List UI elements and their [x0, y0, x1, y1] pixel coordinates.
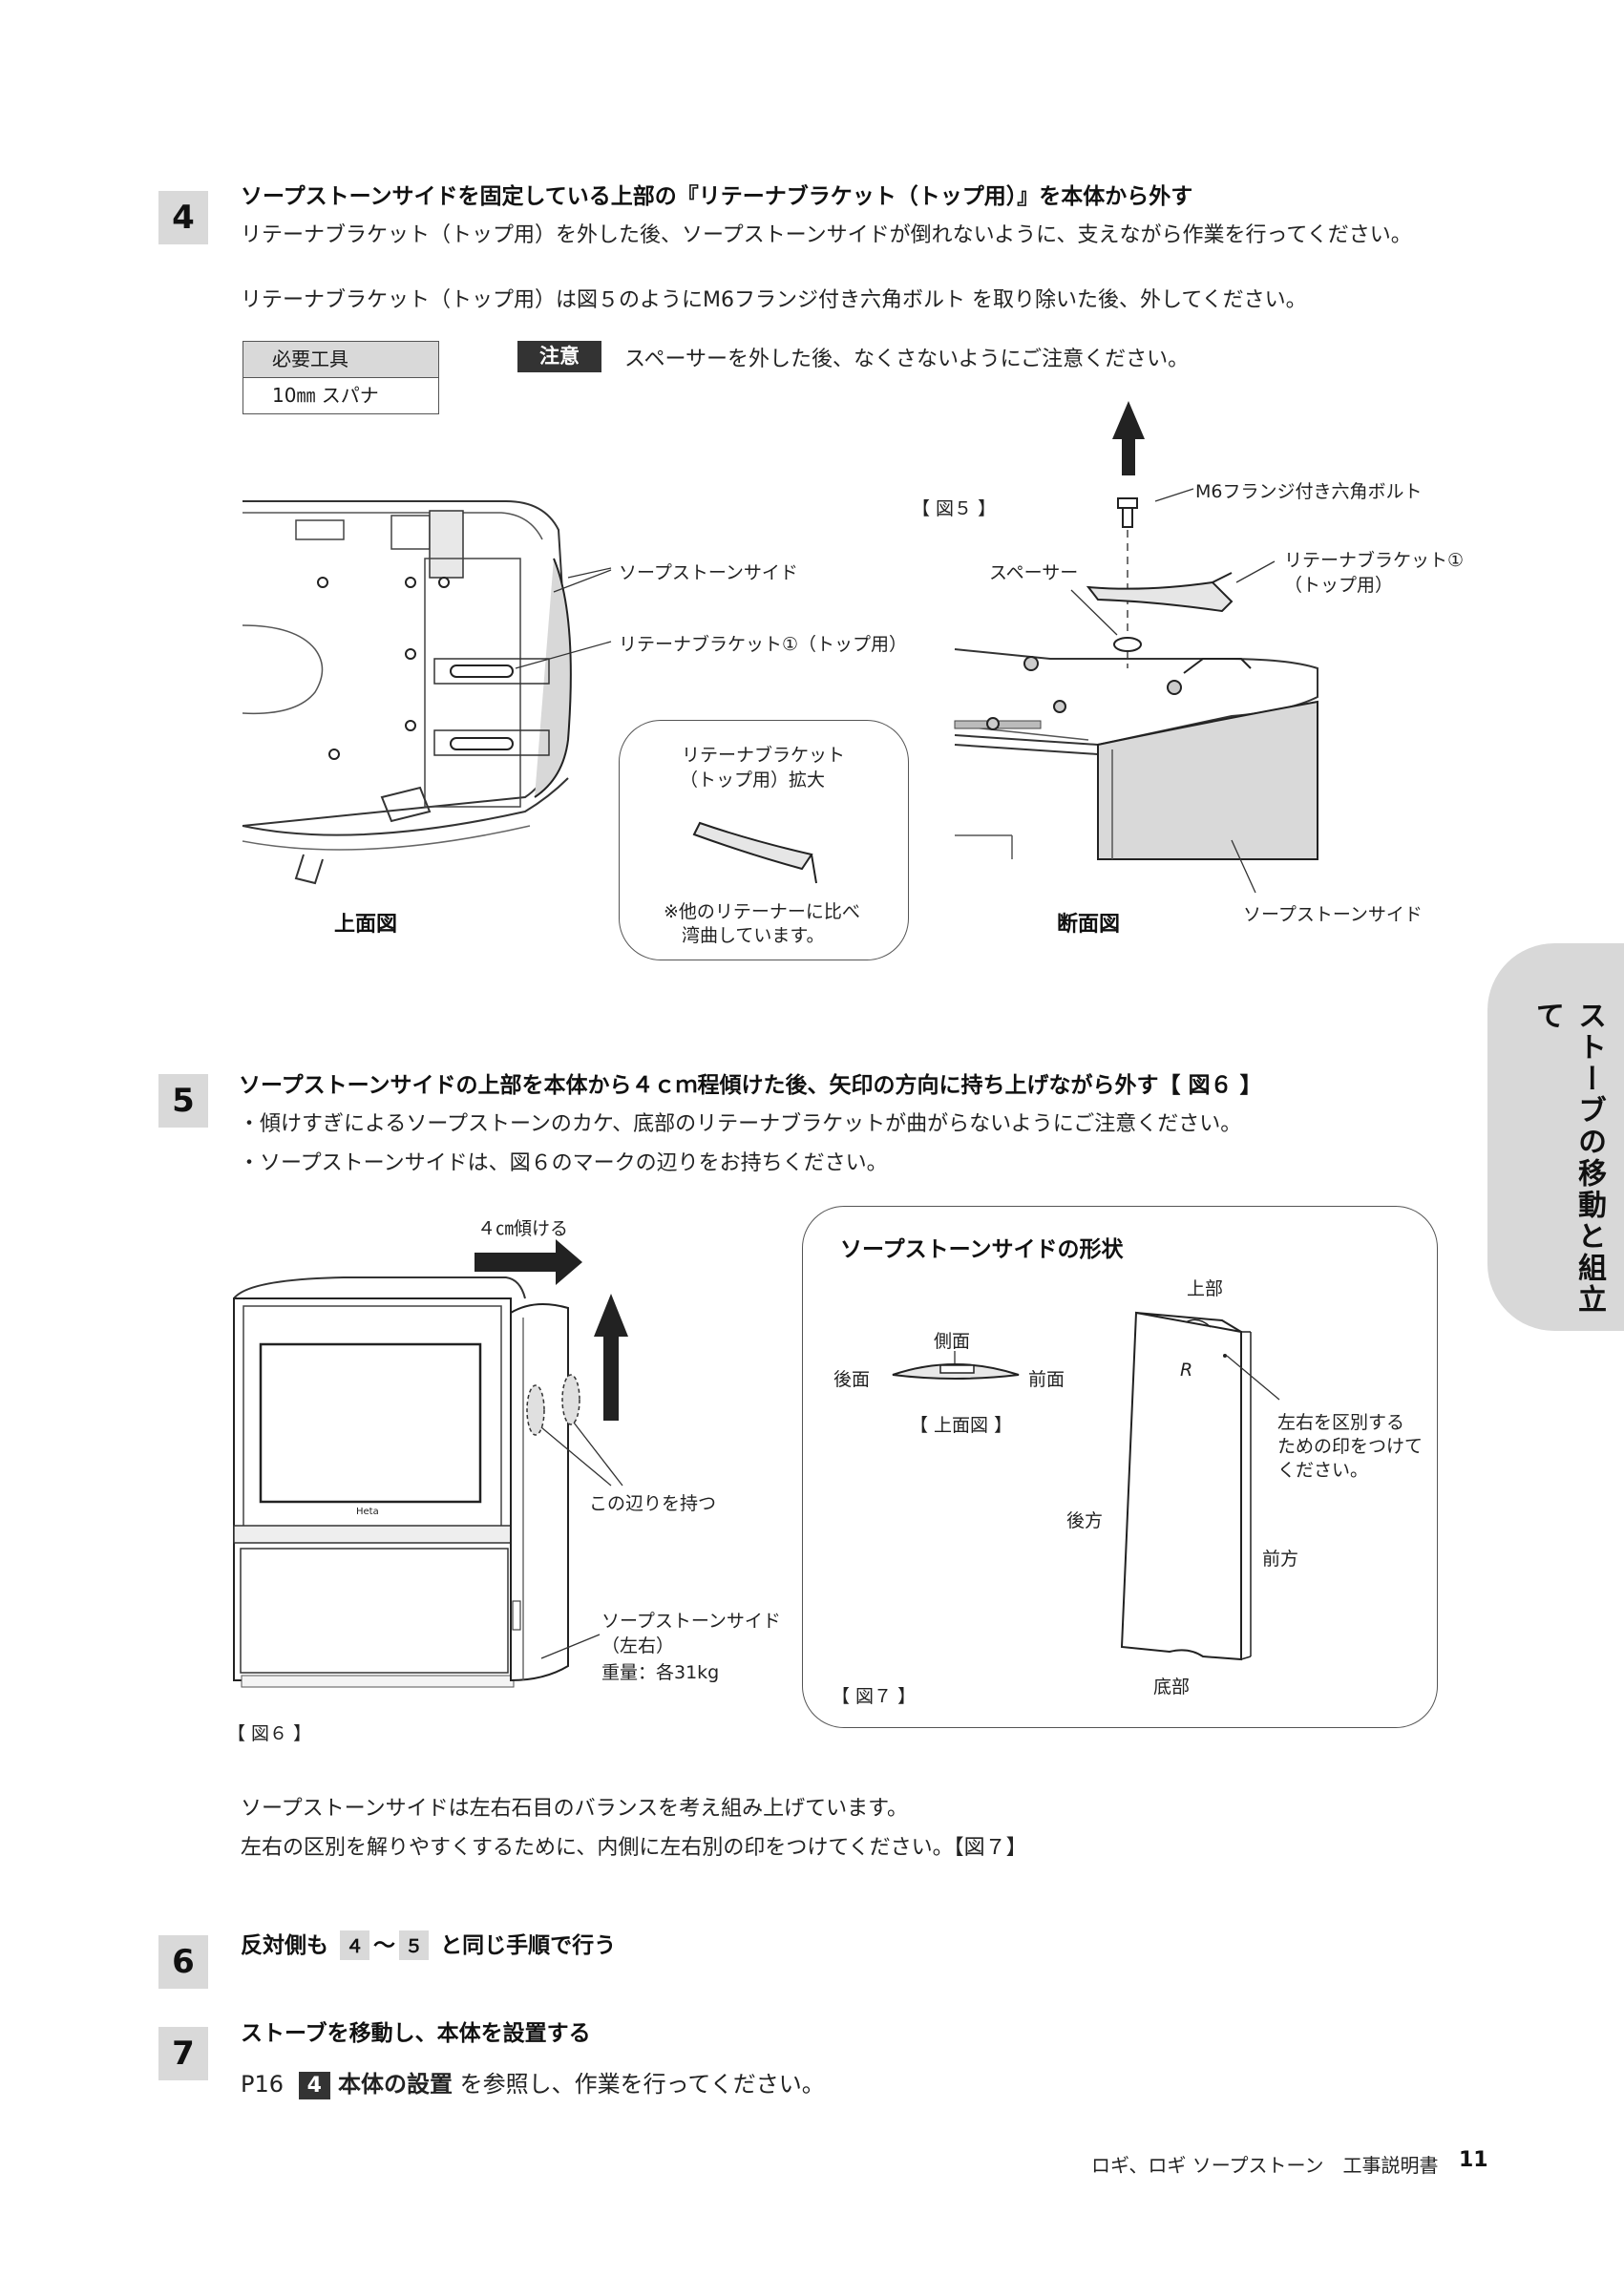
- zoom-title-1: リテーナブラケット: [682, 745, 846, 766]
- step-7-number: 7: [158, 2027, 208, 2080]
- required-tools-header: 必要工具: [243, 342, 438, 378]
- step-7-ref-post: を参照し、作業を行ってください。: [459, 2071, 825, 2098]
- bracket-zoom-drawing: [692, 821, 817, 884]
- fig6-tilt-label: ４㎝傾ける: [477, 1218, 569, 1239]
- footer-page-number: 11: [1459, 2148, 1488, 2172]
- top-view-label-side: ソープストーンサイド: [619, 562, 798, 583]
- fig6-stove-brand: Heta: [356, 1507, 379, 1517]
- fig7-top-label: 上部: [1187, 1278, 1224, 1299]
- fig6-weight-label: 重量：各31kg: [601, 1662, 720, 1683]
- required-tools-box: 必要工具 10㎜ スパナ: [243, 341, 439, 414]
- fig7-mark-label-3: ください。: [1277, 1460, 1369, 1481]
- step-4-text-1: リテーナブラケット（トップ用）を外した後、ソープストーンサイドが倒れないように、…: [241, 223, 1412, 247]
- step-7-ref-chip: 4: [298, 2072, 330, 2099]
- step-7-heading: ストーブを移動し、本体を設置する: [241, 2021, 591, 2046]
- fig5-caption: 断面図: [1057, 913, 1121, 937]
- step-5-heading: ソープストーンサイドの上部を本体から４ｃｍ程傾けた後、矢印の方向に持ち上げながら…: [239, 1073, 1262, 1098]
- zoom-title-2: （トップ用）拡大: [680, 770, 826, 791]
- required-tools-item: 10㎜ スパナ: [272, 384, 379, 407]
- notice-text: スペーサーを外した後、なくさないようにご注意ください。: [624, 348, 1190, 371]
- step-4-heading: ソープストーンサイドを固定している上部の『リテーナブラケット（トップ用）』を本体…: [241, 184, 1193, 209]
- step-5-number: 5: [158, 1074, 208, 1128]
- fig5-spacer-label: スペーサー: [989, 562, 1079, 583]
- top-view-label-bracket: リテーナブラケット①（トップ用）: [619, 634, 908, 655]
- step-6-chip-a: ４: [340, 1930, 370, 1960]
- step-4-number: 4: [158, 191, 208, 244]
- step-4-text-2: リテーナブラケット（トップ用）は図５のようにM6フランジ付き六角ボルト を取り除…: [241, 288, 1307, 312]
- bracket-zoom-bubble: [619, 720, 909, 960]
- fig7-top-view-label: 【 上面図 】: [910, 1415, 1013, 1436]
- step-5-bullet-1: ・傾けすぎによるソープストーンのカケ、底部のリテーナブラケットが曲がらないように…: [239, 1112, 1242, 1136]
- fig7-rear-label: 後方: [1066, 1510, 1104, 1531]
- step-6-heading: 反対側も ４～５ と同じ手順で行う: [241, 1927, 616, 1960]
- fig5-bracket-label-2: （トップ用）: [1284, 575, 1394, 596]
- step-7-ref-title: 本体の設置: [337, 2071, 453, 2098]
- step-7-reference: P16 4 本体の設置 を参照し、作業を行ってください。: [241, 2065, 825, 2099]
- fig6-side-label-2: （左右）: [601, 1635, 675, 1656]
- fig7-side-face-label: 側面: [934, 1331, 971, 1352]
- stone-balance-text-1: ソープストーンサイドは左右石目のバランスを考え組み上げています。: [241, 1797, 908, 1821]
- fig7-mark-label-1: 左右を区別する: [1277, 1412, 1405, 1433]
- notice-badge: 注意: [517, 341, 601, 372]
- step-6-heading-post: と同じ手順で行う: [440, 1933, 617, 1958]
- step-6-number: 6: [158, 1935, 208, 1989]
- chapter-side-tab-label: ストーブの移動と組立て: [1530, 1001, 1606, 1316]
- fig7-bottom-label: 底部: [1153, 1677, 1191, 1698]
- fig6-tag: 【 図６ 】: [227, 1723, 312, 1744]
- zoom-note-1: ※他のリテーナーに比べ: [664, 901, 860, 922]
- chapter-side-tab: ストーブの移動と組立て: [1487, 943, 1624, 1331]
- step-6-chip-b: ５: [399, 1930, 430, 1960]
- step-5-bullet-2: ・ソープストーンサイドは、図６のマークの辺りをお持ちください。: [239, 1151, 888, 1175]
- fig7-front-face-label: 前面: [1028, 1369, 1065, 1390]
- fig7-box: [802, 1206, 1438, 1728]
- fig7-tag: 【 図７ 】: [832, 1686, 917, 1707]
- fig6-hold-label: この辺りを持つ: [589, 1493, 717, 1514]
- top-view-drawing: [242, 500, 612, 885]
- zoom-note-2: 湾曲しています。: [682, 925, 825, 946]
- fig5-tag: 【 図５ 】: [912, 498, 997, 519]
- top-view-caption: 上面図: [334, 913, 398, 937]
- fig7-title: ソープストーンサイドの形状: [840, 1237, 1124, 1262]
- fig5-side-label: ソープストーンサイド: [1243, 904, 1423, 925]
- step-7-ref-page: P16: [241, 2071, 285, 2098]
- fig7-front-label: 前方: [1262, 1549, 1299, 1570]
- fig7-mark-label-2: ための印をつけて: [1277, 1436, 1424, 1457]
- step-6-tilde: ～: [373, 1933, 396, 1958]
- fig5-bolt-label: M6フランジ付き六角ボルト: [1195, 481, 1423, 502]
- fig7-back-face-label: 後面: [833, 1369, 871, 1390]
- step-6-heading-pre: 反対側も: [241, 1933, 328, 1958]
- fig5-bracket-label-1: リテーナブラケット①: [1284, 550, 1465, 571]
- footer-title: ロギ、ロギ ソープストーン 工事説明書: [1091, 2154, 1439, 2177]
- stone-balance-text-2: 左右の区別を解りやすくするために、内側に左右別の印をつけてください。【図７】: [241, 1836, 1027, 1860]
- fig6-side-label-1: ソープストーンサイド: [601, 1611, 781, 1632]
- fig7-r-mark: R: [1180, 1360, 1193, 1381]
